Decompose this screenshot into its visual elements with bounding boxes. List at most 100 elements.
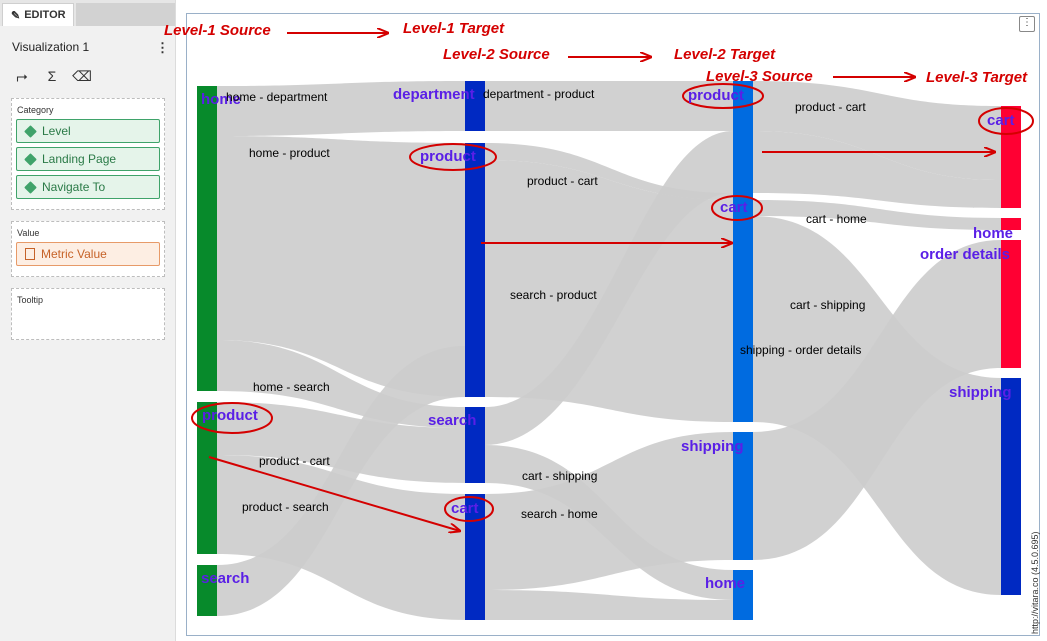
category-item-label: Navigate To: [42, 180, 106, 194]
category-item-level[interactable]: Level: [16, 119, 160, 143]
value-item-metric-value[interactable]: Metric Value: [16, 242, 160, 266]
node-label-c0-search: search: [201, 570, 250, 587]
visualization-title: Visualization 1: [12, 40, 90, 54]
link-label-product-search: product - search: [242, 500, 329, 514]
editor-tab-label: EDITOR: [24, 9, 66, 21]
value-item-label: Metric Value: [41, 247, 107, 261]
flow-search-cart[interactable]: [485, 131, 733, 445]
flow-cart-shipping[interactable]: [485, 432, 733, 590]
visualization-options-icon[interactable]: ⋮: [1019, 16, 1035, 32]
value-title: Value: [17, 228, 40, 238]
node-c3-cart[interactable]: [1001, 106, 1021, 208]
metric-icon: [25, 248, 35, 260]
node-c3-order-details[interactable]: [1001, 240, 1021, 368]
editor-tabbar: ✎ EDITOR: [0, 0, 175, 26]
watermark: http://vitara.co (4.5.0.695): [1030, 531, 1040, 634]
pencil-icon: ✎: [11, 9, 21, 22]
flow-cart-home[interactable]: [485, 590, 733, 620]
annotation-arrows: [208, 33, 995, 531]
ellipse-c0-product: [191, 402, 273, 434]
editor-panel: ✎ EDITOR Visualization 1 ⋮ ⮣ Σ ⌫ Categor…: [0, 0, 176, 641]
node-label-c3-home: home: [973, 225, 1014, 242]
node-c2-home[interactable]: [733, 570, 753, 620]
node-c1-product[interactable]: [465, 143, 485, 397]
flow-cart-home-2[interactable]: [753, 200, 1001, 230]
flow-home-product[interactable]: [217, 136, 465, 397]
node-c1-search[interactable]: [465, 407, 485, 483]
level1-target-label: Level-1 Target: [403, 20, 505, 37]
tooltip-panel: Tooltip: [11, 288, 165, 340]
level1-source-label: Level-1 Source: [164, 22, 271, 39]
category-title: Category: [17, 105, 54, 115]
flow-shipping-order-details[interactable]: [753, 240, 1001, 560]
level3-target-label: Level-3 Target: [926, 69, 1028, 86]
tab-spacer: [76, 3, 175, 26]
link-label-cart-home: cart - home: [806, 212, 867, 226]
link-label-shipping-order-details: shipping - order details: [740, 343, 862, 357]
node-c2-product[interactable]: [733, 81, 753, 193]
node-c1-cart[interactable]: [465, 494, 485, 620]
link-label-department-product: department - product: [483, 87, 595, 101]
node-c0-search[interactable]: [197, 565, 217, 616]
node-label-c1-product: product: [420, 148, 476, 165]
ellipse-c2-product: [682, 83, 764, 109]
category-panel: Category Level Landing Page Navigate To: [11, 98, 165, 210]
flow-product-cart[interactable]: [217, 455, 465, 620]
ellipse-c3-cart: [978, 107, 1034, 135]
tooltip-title: Tooltip: [17, 295, 44, 305]
link-label-home-department: home - department: [226, 90, 328, 104]
node-label-c1-cart: cart: [451, 500, 479, 517]
level2-source-label: Level-2 Source: [443, 46, 550, 63]
ellipse-c1-product: [409, 143, 497, 171]
annotation-ellipses: [191, 83, 1034, 522]
link-label-search-home: search - home: [521, 507, 598, 521]
swap-axes-icon[interactable]: ⮣: [16, 67, 28, 84]
visualization-frame: [186, 13, 1040, 636]
node-c1-department[interactable]: [465, 81, 485, 131]
flow-product-cart-2[interactable]: [485, 143, 733, 200]
node-label-c2-home: home: [705, 575, 746, 592]
node-c2-shipping[interactable]: [733, 432, 753, 560]
ellipse-c1-cart: [444, 496, 494, 522]
link-label-home-product: home - product: [249, 146, 330, 160]
editor-tab[interactable]: ✎ EDITOR: [2, 3, 74, 26]
node-label-c0-product: product: [202, 407, 258, 424]
node-c0-home[interactable]: [197, 86, 217, 391]
arrow-product-cart-c0: [208, 456, 460, 531]
node-c0-product[interactable]: [197, 402, 217, 554]
link-label-cart-shipping: cart - shipping: [522, 469, 598, 483]
sigma-icon[interactable]: Σ: [47, 68, 57, 84]
node-c3-home[interactable]: [1001, 218, 1021, 230]
link-label-product-cart-2: product - cart: [527, 174, 598, 188]
node-label-c3-order-details: order details: [920, 246, 1011, 263]
category-item-label: Landing Page: [42, 152, 117, 166]
node-label-c3-cart: cart: [987, 112, 1015, 129]
eraser-icon[interactable]: ⌫: [72, 67, 92, 84]
category-item-landing-page[interactable]: Landing Page: [16, 147, 160, 171]
flow-department-product[interactable]: [485, 81, 733, 131]
node-c2-cart[interactable]: [733, 193, 753, 422]
node-label-c2-product: product: [688, 87, 744, 104]
link-label-product-cart-1: product - cart: [259, 454, 330, 468]
category-item-navigate-to[interactable]: Navigate To: [16, 175, 160, 199]
flow-product-search[interactable]: [217, 402, 465, 483]
ellipse-c2-cart: [711, 195, 763, 221]
node-label-c1-department: department: [393, 86, 475, 103]
link-label-product-cart-3: product - cart: [795, 100, 866, 114]
node-label-c2-shipping: shipping: [681, 438, 744, 455]
node-label-c0-home: home: [201, 91, 242, 108]
level2-target-label: Level-2 Target: [674, 46, 776, 63]
flow-home-department[interactable]: [217, 81, 465, 136]
editor-toolbar: ⮣ Σ ⌫: [14, 67, 92, 85]
category-item-label: Level: [42, 124, 71, 138]
flow-group: [217, 81, 1001, 620]
visualization-menu-icon[interactable]: ⋮: [156, 40, 169, 55]
flow-cart-cart[interactable]: [753, 131, 1001, 208]
node-label-c2-cart: cart: [720, 199, 748, 216]
node-c3-shipping[interactable]: [1001, 378, 1021, 595]
level3-source-label: Level-3 Source: [706, 68, 813, 85]
flow-product-cart-3[interactable]: [753, 81, 1001, 180]
flow-search-product[interactable]: [217, 346, 465, 616]
value-panel: Value Metric Value: [11, 221, 165, 277]
